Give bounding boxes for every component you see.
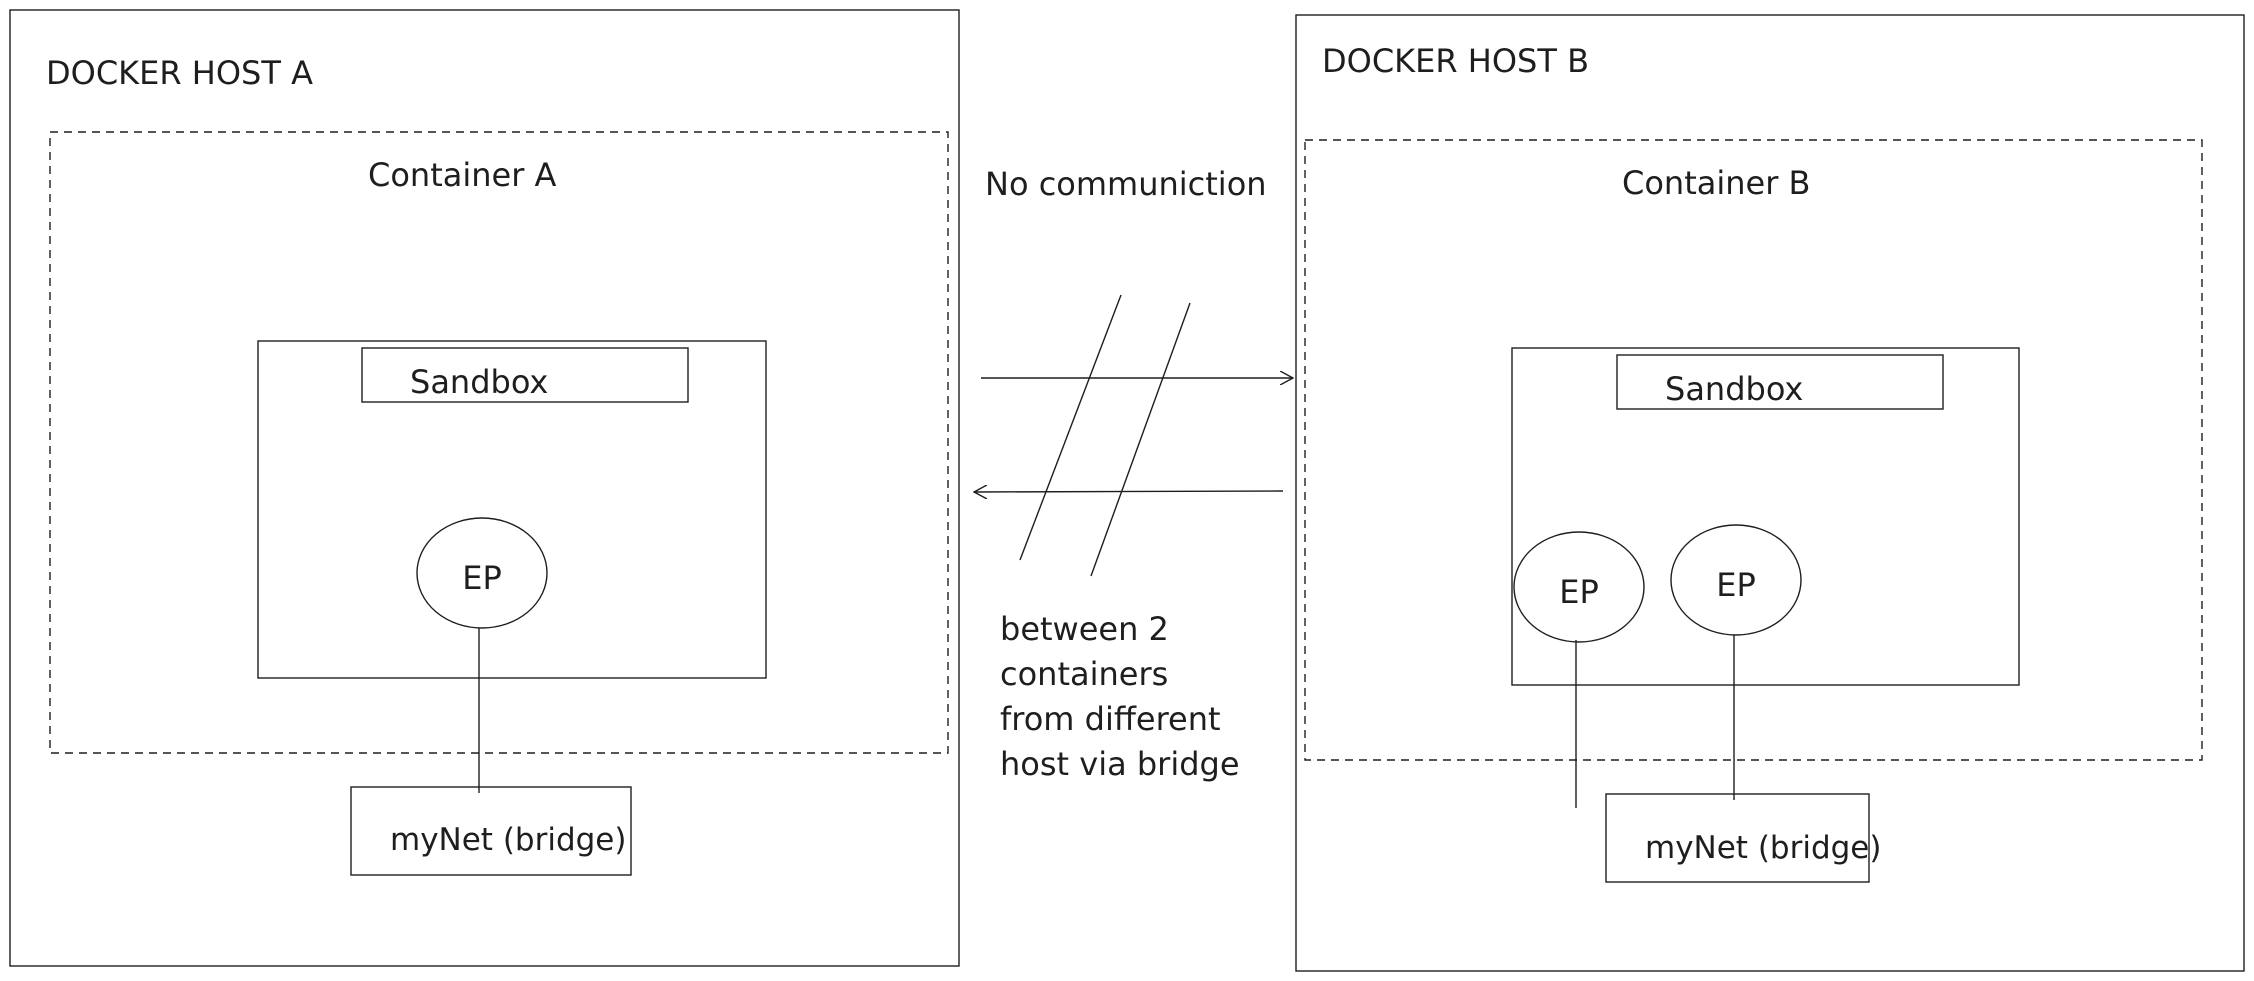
host-a-endpoint <box>416 517 548 629</box>
host-b-title: DOCKER HOST B <box>1322 42 1589 80</box>
host-b-inner-box <box>1511 347 2020 686</box>
host-a-border <box>9 9 960 967</box>
host-b-sandbox-label: Sandbox <box>1665 370 1803 408</box>
host-a-sandbox-label: Sandbox <box>410 363 548 401</box>
host-a-sandbox-box <box>361 347 689 403</box>
arrow-to-host-a <box>974 491 1284 492</box>
host-b-network-box <box>1605 793 1870 883</box>
host-a-endpoint-label: EP <box>462 559 502 597</box>
host-b-sandbox-box <box>1616 354 1944 410</box>
container-b-border <box>1304 139 2203 761</box>
docker-host-a: DOCKER HOST A Container A Sandbox EP myN… <box>9 9 960 967</box>
docker-host-b: DOCKER HOST B Container B Sandbox EP EP … <box>1295 14 2245 972</box>
host-a-network-label: myNet (bridge) <box>390 822 626 858</box>
container-a-border <box>49 131 949 754</box>
host-b-border <box>1295 14 2245 972</box>
block-slash-1 <box>1019 294 1122 561</box>
host-b-network-label: myNet (bridge) <box>1645 830 1881 866</box>
host-a-title: DOCKER HOST A <box>46 54 313 92</box>
host-b-endpoint-1 <box>1513 531 1645 643</box>
caption-line-1: between 2 <box>1000 610 1169 648</box>
caption-line-4: host via bridge <box>1000 745 1240 783</box>
caption-line-2: containers <box>1000 655 1168 693</box>
host-a-inner-box <box>257 340 767 679</box>
host-b-endpoint-2 <box>1670 524 1802 636</box>
block-slash-2 <box>1090 302 1191 577</box>
host-a-network-box <box>350 786 632 876</box>
caption-line-3: from different <box>1000 700 1221 738</box>
container-b-label: Container B <box>1622 164 1811 202</box>
blocked-communication: No communiction between 2 containers fro… <box>974 165 1293 783</box>
host-b-endpoint-1-label: EP <box>1559 573 1599 611</box>
host-b-endpoint-2-label: EP <box>1716 566 1756 604</box>
container-b: Container B Sandbox EP EP <box>1304 139 2203 808</box>
container-a-label: Container A <box>368 156 557 194</box>
container-a: Container A Sandbox EP <box>49 131 949 793</box>
no-communication-heading: No communiction <box>985 165 1267 203</box>
